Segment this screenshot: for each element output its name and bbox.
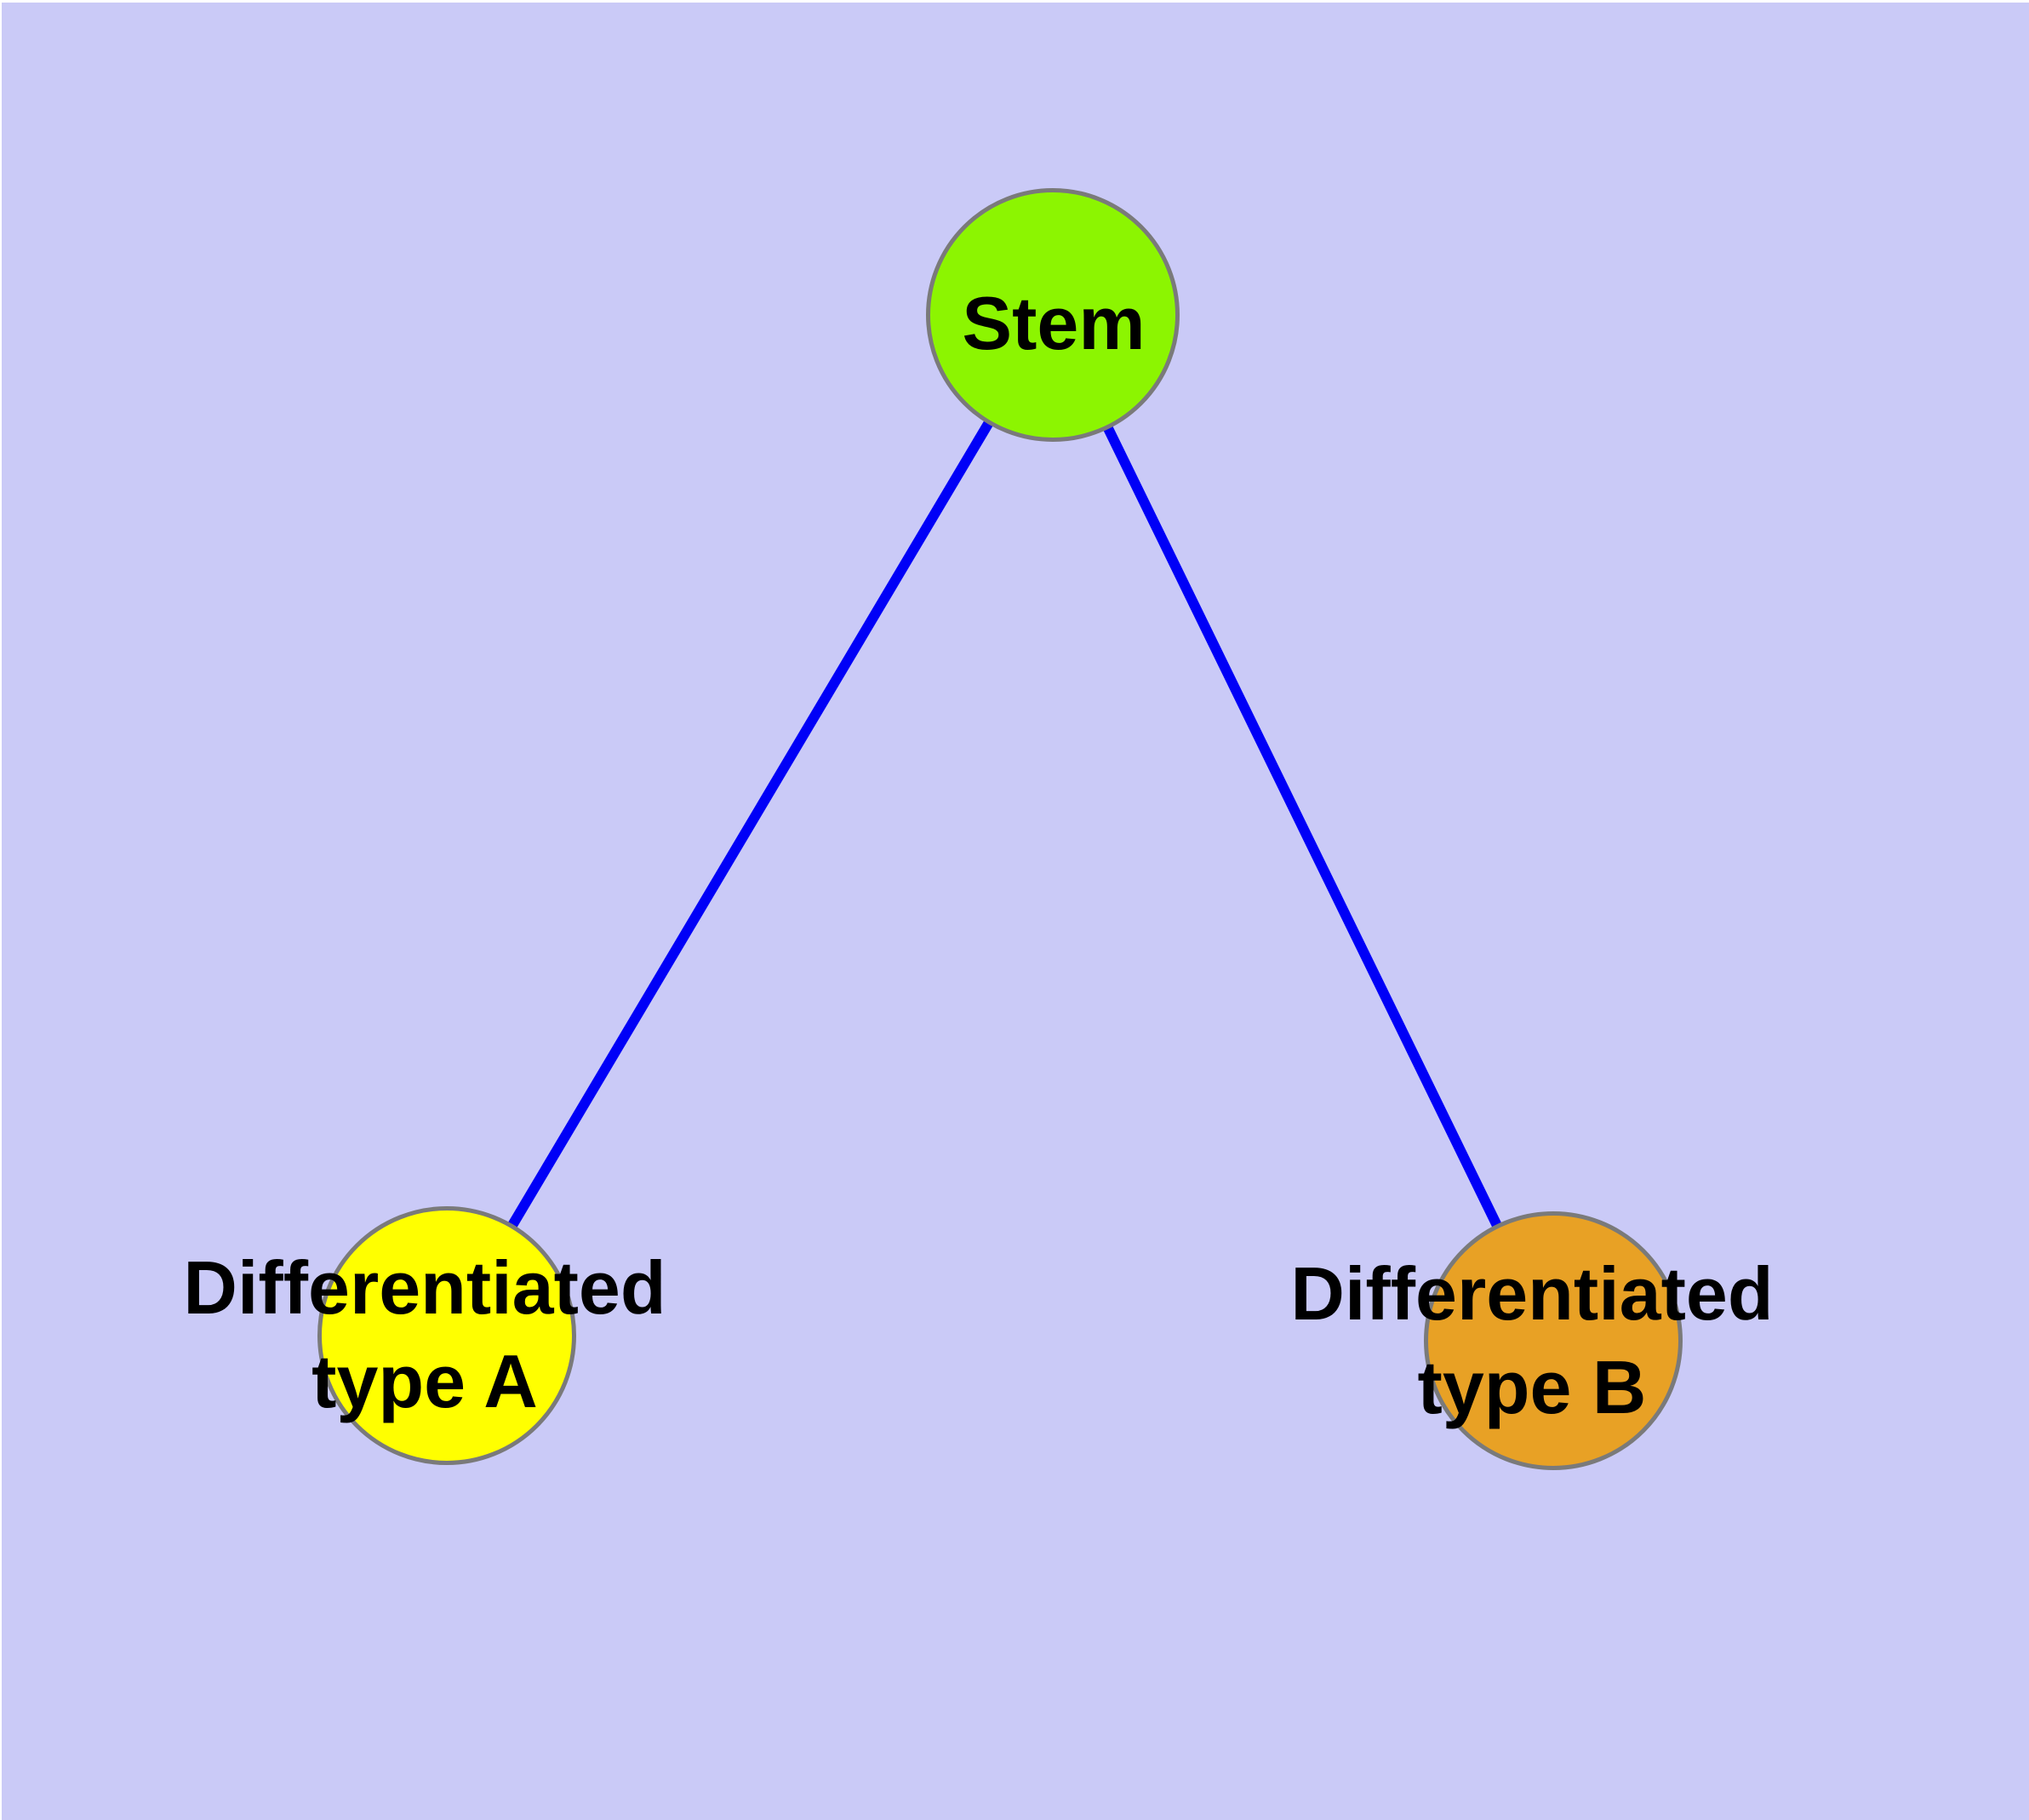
edge-stem-diff-a [442,312,1058,1339]
node-differentiated-type-b-label: Differentiated type B [1290,1251,1774,1429]
edge-stem-diff-b [1048,312,1558,1343]
node-stem-circle [926,188,1180,442]
node-differentiated-type-a-circle [317,1206,576,1465]
node-differentiated-type-b-circle [1424,1211,1683,1470]
node-stem-label: Stem [962,281,1146,365]
node-differentiated-type-a-label: Differentiated type A [183,1245,666,1423]
